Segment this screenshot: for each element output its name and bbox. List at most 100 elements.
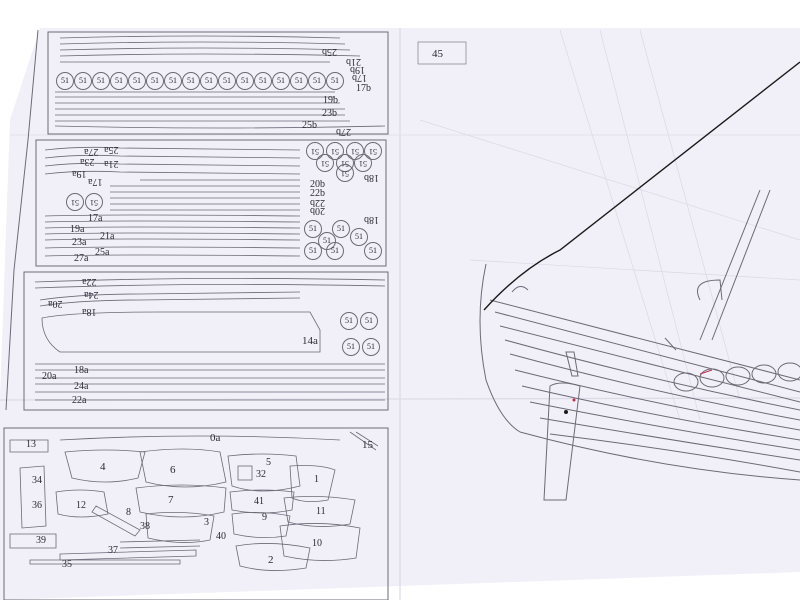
panel-a-strakes: [54, 35, 386, 129]
border-line: [27, 29, 39, 141]
shield-part: 51: [218, 72, 236, 90]
shield-part: 51: [254, 72, 272, 90]
part-label: 27a: [84, 146, 99, 157]
part-label: 27a: [74, 253, 89, 264]
part-label: 27b: [336, 126, 351, 137]
shield-part: 51: [66, 193, 84, 211]
part-number: 41: [254, 496, 264, 507]
part-label: 25b: [322, 46, 337, 57]
part-label: 18b: [364, 214, 379, 225]
shield-part: 51: [308, 72, 326, 90]
part-number: 4: [100, 461, 106, 473]
part-number: 3: [204, 517, 209, 528]
shield-part: 51: [360, 312, 378, 330]
part-label: 19b: [323, 95, 338, 106]
part-label: 18a: [82, 306, 97, 317]
shield-part: 51: [336, 164, 354, 182]
part-label: 21a: [104, 158, 119, 169]
red-marker: [699, 369, 713, 375]
part-label: 23a: [72, 237, 87, 248]
part-number: 15: [362, 439, 373, 451]
shield-part: 51: [164, 72, 182, 90]
border-line: [5, 269, 15, 411]
shield-part: 51: [332, 220, 350, 238]
part-number: 0a: [210, 432, 221, 444]
part-32-outline: [237, 465, 253, 481]
shield-part: 51: [56, 72, 74, 90]
shield-part: 51: [236, 72, 254, 90]
part-label: 19a: [70, 224, 85, 235]
part-number: 37: [108, 545, 118, 556]
shield-part: 51: [362, 338, 380, 356]
part-label: 21a: [100, 231, 115, 242]
shield-part: 51: [74, 72, 92, 90]
panel-d-frame: [3, 427, 389, 600]
shield-part: 51: [290, 72, 308, 90]
part-label: 20a: [48, 298, 63, 309]
shield-part: 51: [350, 228, 368, 246]
shield-part: 51: [85, 193, 103, 211]
part-number: 6: [170, 464, 176, 476]
part-number: 12: [76, 500, 86, 511]
shield-part: 51: [316, 154, 334, 172]
shield-part: 51: [272, 72, 290, 90]
part-label: 20b: [310, 179, 325, 190]
part-label: 24a: [74, 381, 89, 392]
part-label: 22b: [310, 188, 325, 199]
part-label: 20a: [42, 371, 57, 382]
shield-part: 51: [326, 242, 344, 260]
rigging-line: [483, 61, 800, 311]
ship-shields: [673, 362, 800, 392]
panel-c-strakes: [34, 278, 386, 401]
part-number: 39: [36, 535, 46, 546]
part-label: 20b: [310, 205, 325, 216]
steering-oar-head: [565, 351, 579, 377]
part-label: 25b: [302, 120, 317, 131]
part-number: 7: [168, 494, 174, 506]
steering-oar: [543, 382, 581, 501]
part-number: 11: [316, 506, 326, 517]
part-number: 13: [26, 439, 36, 450]
part-label: 22a: [82, 276, 97, 287]
shield-part: 51: [110, 72, 128, 90]
part-label: 18b: [364, 172, 379, 183]
part-label: 17b: [356, 83, 371, 94]
shield-part: 51: [304, 242, 322, 260]
part-label: 17b: [352, 72, 367, 83]
shield-part: 51: [146, 72, 164, 90]
panel-b-frame: [35, 139, 387, 267]
shield-part: 51: [92, 72, 110, 90]
part-number: 5: [266, 457, 271, 468]
shield-part: 51: [340, 312, 358, 330]
part-number: 1: [314, 474, 319, 485]
sheet-number: 45: [432, 48, 443, 60]
part-number: 40: [216, 531, 226, 542]
part-number: 2: [268, 554, 274, 566]
part-label: 17a: [88, 213, 103, 224]
part-label: 23b: [322, 108, 337, 119]
sheet-stamp: [417, 41, 467, 65]
part-number: 9: [262, 512, 267, 523]
panel-d-parts: [9, 431, 379, 571]
part-number: 38: [140, 521, 150, 532]
marker-dot: [572, 398, 576, 402]
panel-b-strakes: [44, 146, 301, 257]
border-line: [13, 139, 29, 271]
part-label: 24a: [84, 289, 99, 300]
part-label: 22a: [72, 395, 87, 406]
rudder-pin: [564, 410, 568, 414]
shield-part: 51: [354, 154, 372, 172]
panel-c-frame: [23, 271, 389, 411]
part-number: 35: [62, 559, 72, 570]
part-number: 34: [32, 475, 42, 486]
shield-part: 51: [304, 220, 322, 238]
rigging-block: [511, 286, 529, 293]
shield-part: 51: [128, 72, 146, 90]
shield-part: 51: [342, 338, 360, 356]
part-label: 14a: [302, 335, 318, 347]
panel-a-frame: [47, 31, 389, 135]
part-label: 17a: [88, 176, 103, 187]
part-label: 25a: [95, 247, 110, 258]
